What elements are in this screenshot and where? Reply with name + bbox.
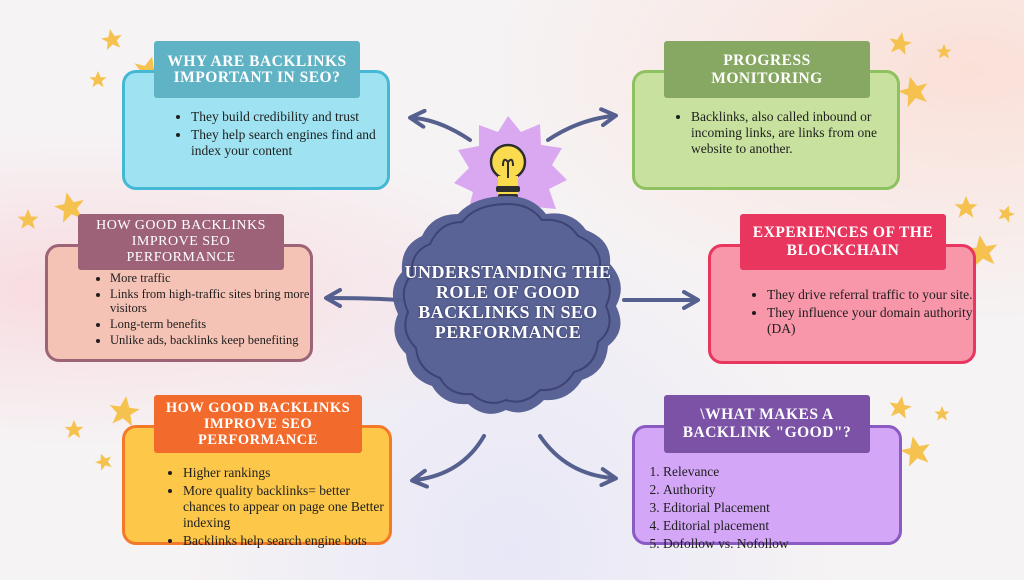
why-list: They build credibility and trust They he… [175, 109, 391, 161]
list-item: Editorial placement [663, 518, 883, 534]
list-item: Relevance [663, 464, 883, 480]
progress-list: Backlinks, also called inbound or incomi… [675, 109, 896, 159]
card-improve-bottom-title: HOW GOOD BACKLINKS IMPROVE SEO PERFORMAN… [154, 395, 362, 453]
card-improve-left-title: HOW GOOD BACKLINKS IMPROVE SEO PERFORMAN… [78, 214, 284, 270]
list-item: They influence your domain authority (DA… [767, 305, 979, 337]
list-item: Unlike ads, backlinks keep benefiting [110, 333, 320, 347]
center-title: UNDERSTANDING THE ROLE OF GOOD BACKLINKS… [404, 262, 612, 342]
list-item: Backlinks help search engine bots [183, 533, 389, 549]
list-item: More traffic [110, 271, 320, 285]
list-item: They build credibility and trust [191, 109, 391, 125]
list-item: Dofollow vs. Nofollow [663, 536, 883, 552]
list-item: Higher rankings [183, 465, 389, 481]
list-item: More quality backlinks= better chances t… [183, 483, 389, 531]
list-item: Links from high-traffic sites bring more… [110, 287, 320, 315]
list-item: They drive referral traffic to your site… [767, 287, 979, 303]
card-blockchain-title: EXPERIENCES OF THE BLOCKCHAIN [740, 214, 946, 270]
improve2-list: Higher rankings More quality backlinks= … [167, 465, 389, 551]
card-progress-title: PROGRESS MONITORING [664, 41, 870, 98]
list-item: Editorial Placement [663, 500, 883, 516]
blockchain-list: They drive referral traffic to your site… [751, 287, 979, 339]
card-why-title: WHY ARE BACKLINKS IMPORTANT IN SEO? [154, 41, 360, 98]
list-item: Backlinks, also called inbound or incomi… [691, 109, 896, 157]
connector-arrows [324, 107, 700, 489]
good-list: Relevance Authority Editorial Placement … [645, 464, 883, 554]
list-item: They help search engines find and index … [191, 127, 391, 159]
improve1-list: More traffic Links from high-traffic sit… [94, 271, 320, 349]
list-item: Long-term benefits [110, 317, 320, 331]
center-badge [392, 196, 621, 414]
card-good-title: \WHAT MAKES A BACKLINK "GOOD"? [664, 395, 870, 453]
list-item: Authority [663, 482, 883, 498]
